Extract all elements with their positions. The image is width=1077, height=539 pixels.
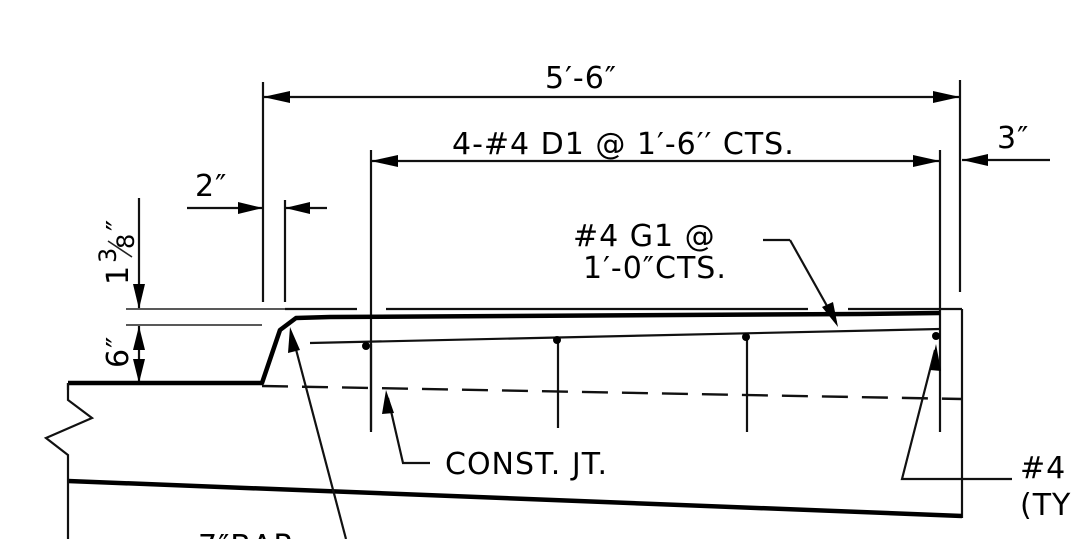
depth-dimension: 6″ xyxy=(101,326,145,383)
construction-joint: CONST. JT. xyxy=(261,384,963,482)
slab-bottom-surface xyxy=(67,478,963,519)
arrowhead-d1-right xyxy=(913,155,940,167)
top-height-label: 1 3 8 ″ xyxy=(94,219,140,285)
bottom-right-leader xyxy=(900,349,1012,481)
bottom-left-label: 7″BAR xyxy=(198,529,295,539)
depth-label: 6″ xyxy=(101,336,136,368)
top-height-denominator: 8 xyxy=(112,233,140,249)
left-offset-dimension: 2″ xyxy=(187,169,327,302)
arrowhead-depth-bottom xyxy=(133,359,145,383)
d1-bar-dot-1 xyxy=(362,342,370,350)
d1-spacing-label: 4-#4 D1 @ 1′-6′′ CTS. xyxy=(452,127,795,162)
d1-bars xyxy=(362,332,940,432)
d1-bar-dot-4 xyxy=(932,332,940,340)
fraction-bar xyxy=(107,240,133,258)
g1-bar-line xyxy=(309,327,941,345)
bottom-right-label-line2: (TY xyxy=(1020,488,1071,523)
arrowhead-3in xyxy=(962,154,988,166)
top-height-unit: ″ xyxy=(101,219,136,231)
deck-surface-right xyxy=(859,310,941,317)
d1-bar-dot-2 xyxy=(553,336,561,344)
arrowhead-const-joint xyxy=(382,390,394,414)
g1-label-line2: 1′-0″CTS. xyxy=(583,251,727,286)
bottom-right-note: #4 (TY xyxy=(900,344,1071,523)
arrowhead-bottom-left xyxy=(288,327,300,353)
arrowhead-d1-left xyxy=(371,155,398,167)
d1-spacing-dimension: 4-#4 D1 @ 1′-6′′ CTS. xyxy=(369,127,942,432)
const-joint-leader xyxy=(386,397,430,465)
bottom-left-leader xyxy=(291,337,348,539)
arrowhead-g1 xyxy=(822,302,838,327)
overall-width-label: 5′-6″ xyxy=(545,61,617,96)
overall-width-dimension: 5′-6″ xyxy=(261,61,962,302)
arrowhead-2in-left xyxy=(238,202,263,214)
arrowhead-2in-right xyxy=(285,202,310,214)
break-line xyxy=(43,383,95,539)
top-height-numerator: 3 xyxy=(94,247,122,263)
g1-label-line1: #4 G1 @ xyxy=(573,219,716,254)
arrowhead-overall-right xyxy=(933,91,960,103)
d1-bar-dot-3 xyxy=(742,333,750,341)
const-joint-label: CONST. JT. xyxy=(445,447,608,482)
top-height-dimension: 1 3 8 ″ xyxy=(94,198,357,326)
arrowhead-depth-top xyxy=(133,326,145,350)
arrowhead-bottom-right xyxy=(930,344,941,371)
deck-surface-left xyxy=(68,311,861,386)
bottom-right-label-line1: #4 xyxy=(1020,451,1066,486)
top-height-whole: 1 xyxy=(101,265,136,285)
arrowhead-overall-left xyxy=(263,91,290,103)
slab-outline xyxy=(43,307,964,539)
g1-bar: #4 G1 @ 1′-0″CTS. xyxy=(309,219,941,345)
construction-joint-line xyxy=(261,384,963,401)
right-offset-dimension: 3″ xyxy=(962,121,1050,166)
left-offset-label: 2″ xyxy=(195,169,227,204)
bottom-left-note: 7″BAR xyxy=(198,327,348,539)
arrowhead-top-height xyxy=(133,284,145,309)
right-offset-label: 3″ xyxy=(997,121,1029,156)
